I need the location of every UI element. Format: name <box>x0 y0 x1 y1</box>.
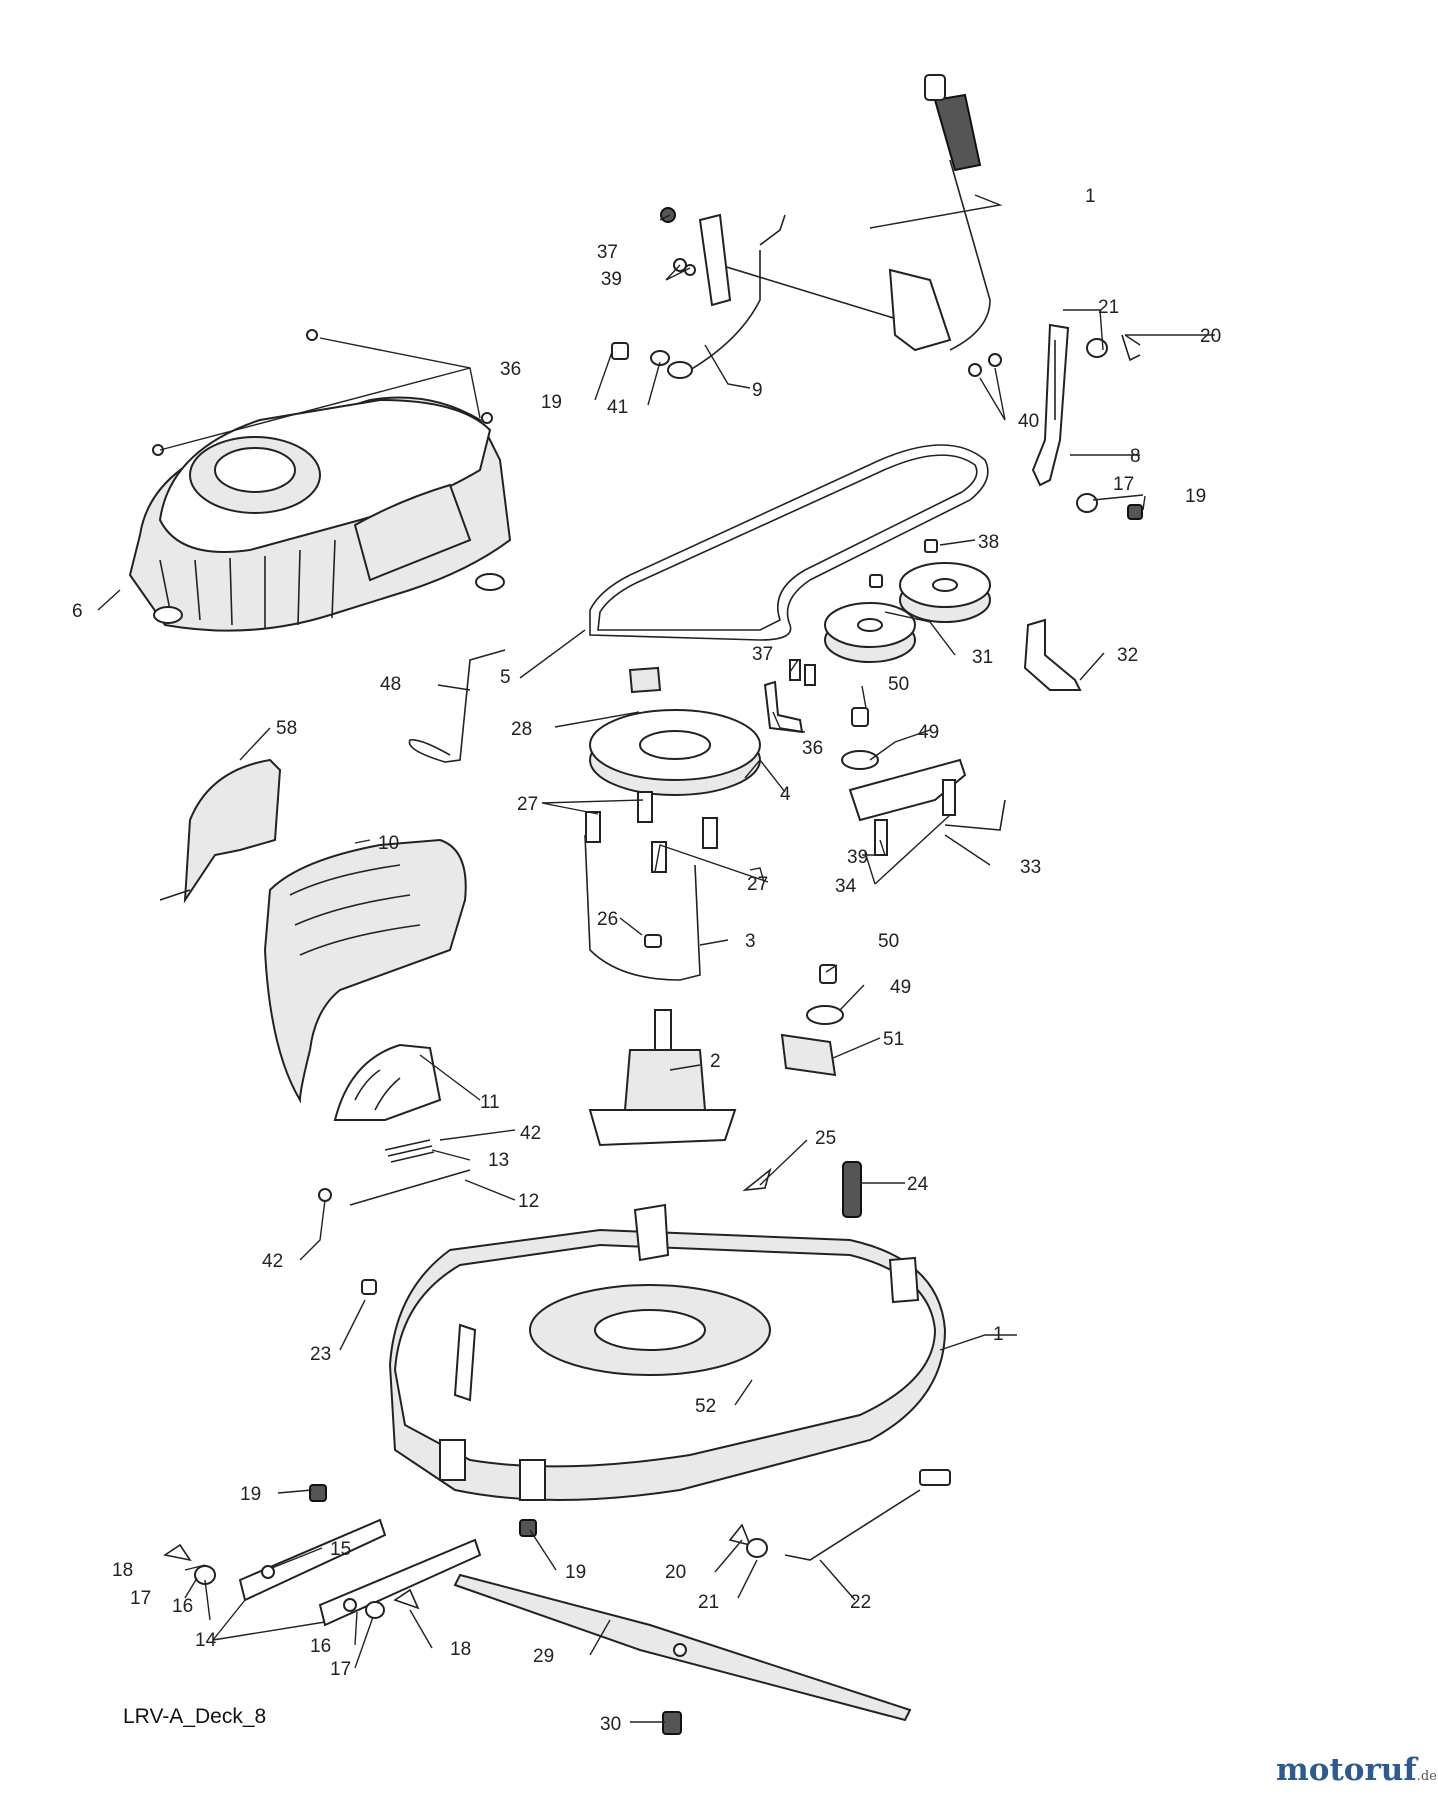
brand-name: motoruf <box>1276 1752 1417 1788</box>
callout-51: 51 <box>883 1029 904 1050</box>
part-58-guard <box>159 758 282 904</box>
part-lift-shaft <box>667 213 952 379</box>
part-6-pulley-cover <box>128 396 512 632</box>
callout-39: 39 <box>601 269 622 290</box>
callout-16: 16 <box>172 1596 193 1617</box>
part-2-spindle <box>588 1009 737 1147</box>
callout-4: 4 <box>780 784 791 805</box>
callout-11: 11 <box>480 1092 500 1113</box>
part-31-idler-pulleys <box>824 539 991 663</box>
part-10-chute <box>263 838 467 1104</box>
callout-37: 38 <box>978 532 999 553</box>
part-38-bracket <box>848 758 1006 856</box>
part-50-49-hardware <box>780 707 879 1077</box>
callout-24: 24 <box>907 1174 929 1195</box>
callout-21: 21 <box>1098 297 1119 318</box>
brand-watermark[interactable]: motoruf.de <box>1276 1752 1437 1788</box>
part-27-bolts <box>585 791 718 873</box>
callout-36: 37 <box>752 644 773 665</box>
callout-41: 42 <box>520 1123 541 1144</box>
callout-9: 9 <box>752 380 763 401</box>
callout-17: 17 <box>330 1659 351 1680</box>
callout-2: 2 <box>710 1051 721 1072</box>
callout-18: 18 <box>112 1560 133 1581</box>
callout-30: 30 <box>600 1714 621 1735</box>
callout-14: 14 <box>195 1630 217 1651</box>
callout-18: 18 <box>450 1639 471 1660</box>
part-4-pulley <box>589 666 761 796</box>
callout-36: 36 <box>500 359 521 380</box>
callout-58: 58 <box>276 718 297 739</box>
callout-50: 50 <box>888 674 909 695</box>
part-23-nut <box>361 1279 377 1295</box>
part-5-belt <box>589 444 989 641</box>
part-48-rod <box>408 649 506 763</box>
callout-1: 1 <box>993 1324 1004 1345</box>
callout-19: 19 <box>541 392 562 413</box>
callout-12: 12 <box>518 1191 539 1212</box>
callout-5: 5 <box>500 667 511 688</box>
callout-37: 37 <box>597 242 618 263</box>
part-3-bracket <box>584 834 701 981</box>
callout-23: 23 <box>310 1344 331 1365</box>
callout-10: 10 <box>378 833 399 854</box>
callout-8: 8 <box>1130 446 1141 467</box>
callout-17: 17 <box>130 1588 151 1609</box>
callout-20: 20 <box>1200 326 1221 347</box>
callout-52: 52 <box>695 1396 716 1417</box>
diagram-name: LRV-A_Deck_8 <box>123 1705 267 1728</box>
callout-13: 13 <box>488 1150 509 1171</box>
callout-31: 31 <box>972 647 993 668</box>
callout-20: 20 <box>665 1562 686 1583</box>
callout-38: 39 <box>847 847 868 868</box>
callout-29: 29 <box>533 1646 554 1667</box>
callout-48: 48 <box>380 674 401 695</box>
callout-21: 21 <box>698 1592 719 1613</box>
callout-19: 19 <box>1185 486 1206 507</box>
part-11-deflector <box>318 1043 471 1206</box>
part-29-blade <box>453 1573 912 1735</box>
callout-labels: 1 37 39 21 20 36 19 41 9 40 8 17 19 38 6… <box>72 186 1221 1735</box>
callout-7: 1 <box>1085 186 1096 207</box>
callout-27: 27 <box>747 874 768 895</box>
callout-49: 49 <box>918 722 939 743</box>
part-1-deck <box>388 1203 947 1501</box>
callout-34: 34 <box>835 876 857 897</box>
brand-suffix: .de <box>1416 1769 1437 1784</box>
callout-17: 17 <box>1113 474 1134 495</box>
callout-28: 28 <box>511 719 532 740</box>
callout-3: 3 <box>745 931 756 952</box>
part-7-lever <box>924 74 991 351</box>
callout-26: 26 <box>597 909 618 930</box>
callout-35: 36 <box>802 738 823 759</box>
callout-19: 19 <box>240 1484 261 1505</box>
callout-39: 40 <box>1018 411 1039 432</box>
callout-32: 32 <box>1117 645 1138 666</box>
callout-25: 25 <box>815 1128 836 1149</box>
callout-50: 50 <box>878 931 899 952</box>
callout-19: 19 <box>565 1562 586 1583</box>
callout-49: 49 <box>890 977 911 998</box>
callout-27: 27 <box>517 794 538 815</box>
callout-16: 16 <box>310 1636 331 1657</box>
part-24-spring <box>742 1161 862 1218</box>
callout-22: 22 <box>850 1592 871 1613</box>
callout-33: 33 <box>1020 857 1041 878</box>
part-35-bracket <box>763 659 816 734</box>
part-32-bracket <box>1023 618 1082 691</box>
callout-42: 42 <box>262 1251 283 1272</box>
callout-leaders <box>97 194 1215 1723</box>
callout-15: 15 <box>330 1539 351 1560</box>
callout-40: 41 <box>607 397 628 418</box>
part-22-rod <box>728 1469 951 1561</box>
callout-6: 6 <box>72 601 83 622</box>
